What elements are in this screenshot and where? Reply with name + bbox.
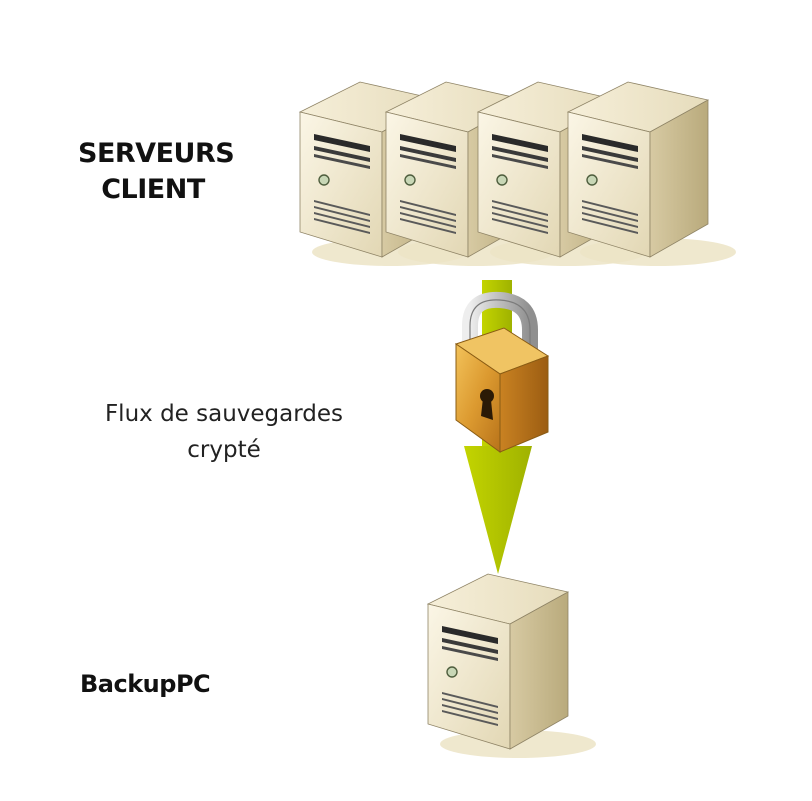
encrypted-flow-label-line2: crypté bbox=[187, 437, 261, 463]
backup-server-icon bbox=[427, 573, 597, 759]
encrypted-flow-label: Flux de sauvegardes crypté bbox=[84, 396, 364, 468]
client-servers-label: SERVEURS CLIENT bbox=[78, 136, 235, 208]
backup-server-group bbox=[427, 573, 597, 759]
encrypted-flow-label-line1: Flux de sauvegardes bbox=[104, 401, 344, 427]
client-server-icon bbox=[567, 81, 737, 267]
client-servers-label-line2: CLIENT bbox=[101, 174, 205, 205]
client-servers-group bbox=[299, 81, 737, 267]
backup-server-label: BackupPC bbox=[80, 670, 211, 698]
padlock-icon bbox=[454, 291, 550, 453]
client-servers-label-line1: SERVEURS bbox=[78, 138, 235, 169]
